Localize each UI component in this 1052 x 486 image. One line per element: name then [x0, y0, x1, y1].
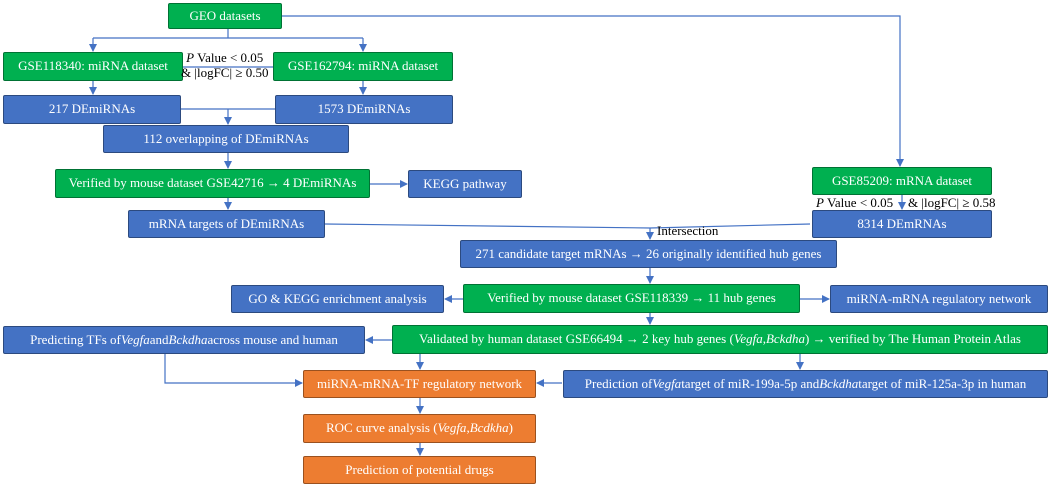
- intersection-label: Intersection: [657, 223, 719, 238]
- arrow-tfs-to-tf-network: [164, 354, 303, 387]
- threshold-note-mrna-logfc: & |logFC| ≥ 0.58: [908, 195, 996, 210]
- node-8314-demrnas: 8314 DEmRNAs: [812, 210, 992, 238]
- node-gse118340: GSE118340: miRNA dataset: [3, 52, 183, 81]
- node-validated-gse66494: Validated by human dataset GSE66494 → 2 …: [392, 325, 1048, 354]
- connector-targets-intersection: [324, 223, 651, 229]
- node-verified-gse118339: Verified by mouse dataset GSE118339 → 11…: [463, 284, 800, 313]
- node-geo-datasets: GEO datasets: [168, 3, 282, 29]
- node-mrna-targets: mRNA targets of DEmiRNAs: [128, 210, 325, 238]
- node-gse162794: GSE162794: miRNA dataset: [273, 52, 453, 81]
- node-271-candidates: 271 candidate target mRNAs → 26 original…: [460, 240, 837, 268]
- threshold-note-mrna-pvalue: P Value < 0.05: [816, 195, 894, 210]
- node-112-overlapping: 112 overlapping of DEmiRNAs: [103, 125, 349, 153]
- node-predicting-tfs: Predicting TFs of Vegfa and Bckdha acros…: [3, 326, 365, 354]
- node-mirna-mrna-network: miRNA-mRNA regulatory network: [830, 285, 1048, 313]
- node-kegg-pathway: KEGG pathway: [408, 170, 522, 198]
- arrow-geo-to-gse85209: [282, 15, 904, 167]
- node-go-kegg-enrichment: GO & KEGG enrichment analysis: [231, 285, 444, 313]
- connector-8314-intersection: [649, 223, 811, 229]
- node-verified-gse42716: Verified by mouse dataset GSE42716 → 4 D…: [55, 169, 370, 198]
- node-potential-drugs: Prediction of potential drugs: [303, 456, 536, 484]
- node-roc-curve: ROC curve analysis (Vegfa, Bcdkha): [303, 414, 536, 443]
- node-1573-demirnas: 1573 DEmiRNAs: [275, 95, 453, 124]
- threshold-note-mirna: P Value < 0.05 & |logFC| ≥ 0.50: [181, 50, 269, 80]
- node-prediction-targets: Prediction of Vegfa target of miR-199a-5…: [563, 370, 1048, 398]
- node-gse85209: GSE85209: mRNA dataset: [812, 167, 992, 195]
- node-mirna-mrna-tf-network: miRNA-mRNA-TF regulatory network: [303, 370, 536, 398]
- node-217-demirnas: 217 DEmiRNAs: [3, 95, 181, 124]
